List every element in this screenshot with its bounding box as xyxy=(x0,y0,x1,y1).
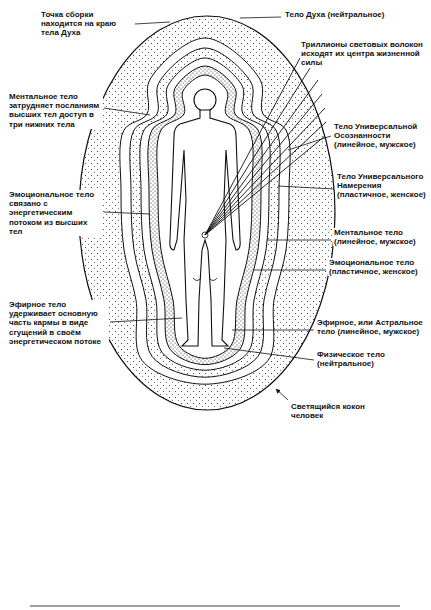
spirit-body-outline xyxy=(79,16,335,410)
callout-label: Физическое тело (нейтральное) xyxy=(316,350,426,368)
callout-label: Точка сборки находится на краю тела Духа xyxy=(40,10,134,38)
body-layer-outline xyxy=(148,66,262,365)
body-layer-outline xyxy=(130,48,280,377)
body-layers xyxy=(120,38,290,384)
body-layer-outline xyxy=(120,38,290,384)
callout-label: Тело Духа (нейтральное) xyxy=(284,10,424,19)
callout-label: Эмоциональное тело связано с энергетичес… xyxy=(8,190,103,236)
human-figure xyxy=(170,89,240,346)
callout-label: Эмоциональное тело (пластичное, женское) xyxy=(328,258,427,276)
callout-label: Ментальное тело (линейное, мужское) xyxy=(333,228,427,246)
body-layer-outline xyxy=(140,58,270,370)
callout-label: Ментальное тело затрудняет посланиям выс… xyxy=(8,92,103,129)
leader-lines xyxy=(104,17,334,400)
callout-label: Эфирное, или Астральное тело (линейное, … xyxy=(316,318,426,336)
light-fibers xyxy=(205,58,326,235)
callout-label: Триллионы световых волокон исходят их це… xyxy=(300,40,425,68)
callout-label: Светящийся кокон человек xyxy=(290,402,370,420)
page-rule xyxy=(30,606,400,607)
callout-label: Тело Универсального Намерения (пластично… xyxy=(336,172,427,200)
callout-label: Эфирное тело удерживает основную часть к… xyxy=(8,300,109,346)
body-layer-outline xyxy=(157,75,253,358)
callout-label: Тело Универсальной Осознанности (линейно… xyxy=(333,122,427,150)
